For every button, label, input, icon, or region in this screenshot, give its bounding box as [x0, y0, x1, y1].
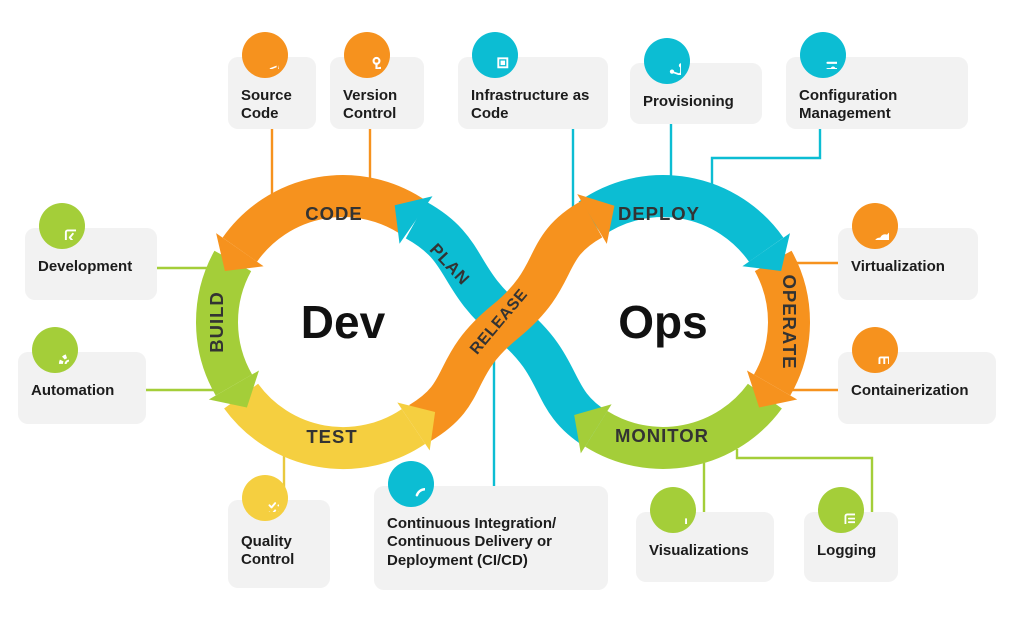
operate-arrow	[747, 370, 798, 408]
cloud-icon	[852, 203, 898, 249]
card-label: Virtualization	[851, 258, 945, 275]
sync-icon	[388, 461, 434, 507]
plan-arrow	[394, 196, 433, 244]
test-label: TEST	[306, 426, 357, 447]
release-segment	[408, 200, 603, 442]
code-arrow	[216, 233, 264, 271]
operate-label: OPERATE	[779, 274, 800, 369]
branch-icon	[344, 32, 390, 78]
log-file-icon	[818, 487, 864, 533]
test-segment	[224, 383, 426, 470]
card-visualizations: Visualizations	[636, 487, 774, 582]
network-icon	[644, 38, 690, 84]
card-label: Version Control	[343, 87, 398, 123]
card-development: Development	[25, 203, 157, 300]
card-virtualization: Virtualization	[838, 203, 978, 300]
code-label: CODE	[305, 203, 362, 224]
code-segment	[222, 175, 428, 263]
card-label: Provisioning	[643, 93, 734, 110]
card-version-control: Version Control	[330, 32, 424, 129]
monitor-arrow	[574, 404, 612, 454]
test-arrow	[397, 402, 436, 451]
connector-lines	[146, 122, 874, 514]
release-arrow	[577, 194, 615, 244]
bar-chart-icon	[650, 487, 696, 533]
card-infrastructure-as-code: Infrastructure as Code	[458, 32, 608, 129]
ops-center-label: Ops	[618, 296, 707, 348]
card-logging: Logging	[804, 487, 898, 582]
card-label: Infrastructure as Code	[471, 87, 590, 123]
build-segment	[196, 250, 253, 396]
deploy-label: DEPLOY	[618, 203, 700, 224]
card-label: Development	[38, 258, 133, 275]
card-label: Automation	[31, 382, 115, 399]
card-label: Continuous Integration/ Continuous Deliv…	[387, 515, 557, 569]
card-label: Containerization	[851, 382, 969, 399]
code-icon	[242, 32, 288, 78]
card-configuration-management: Configuration Management	[786, 32, 968, 129]
checklist-icon	[242, 475, 288, 521]
card-containerization: Containerization	[838, 327, 996, 424]
card-label: Quality Control	[241, 533, 295, 569]
connector-logging	[735, 449, 874, 512]
card-provisioning: Provisioning	[630, 38, 762, 124]
build-label: BUILD	[206, 291, 227, 353]
infinity-loop: CODE PLAN BUILD TEST RELEASE DEPLOY OPER…	[196, 175, 810, 470]
card-automation: Automation	[18, 327, 146, 424]
card-label: Source Code	[241, 87, 292, 123]
card-label: Logging	[817, 542, 877, 559]
gear-icon	[32, 327, 78, 373]
deploy-arrow	[742, 233, 790, 271]
container-icon	[852, 327, 898, 373]
blocks-icon	[472, 32, 518, 78]
card-label: Configuration Management	[799, 87, 898, 123]
card-quality-control: Quality Control	[228, 475, 330, 588]
sliders-icon	[800, 32, 846, 78]
monitor-segment	[585, 383, 782, 469]
connector-configuration	[710, 128, 822, 184]
card-cicd: Continuous Integration/ Continuous Deliv…	[374, 461, 608, 590]
card-source-code: Source Code	[228, 32, 316, 129]
monitor-label: MONITOR	[615, 425, 709, 446]
card-label: Visualizations	[649, 542, 749, 559]
operate-segment	[753, 250, 810, 396]
dev-center-label: Dev	[301, 296, 386, 348]
monitor-code-icon	[39, 203, 85, 249]
build-arrow	[208, 370, 259, 408]
